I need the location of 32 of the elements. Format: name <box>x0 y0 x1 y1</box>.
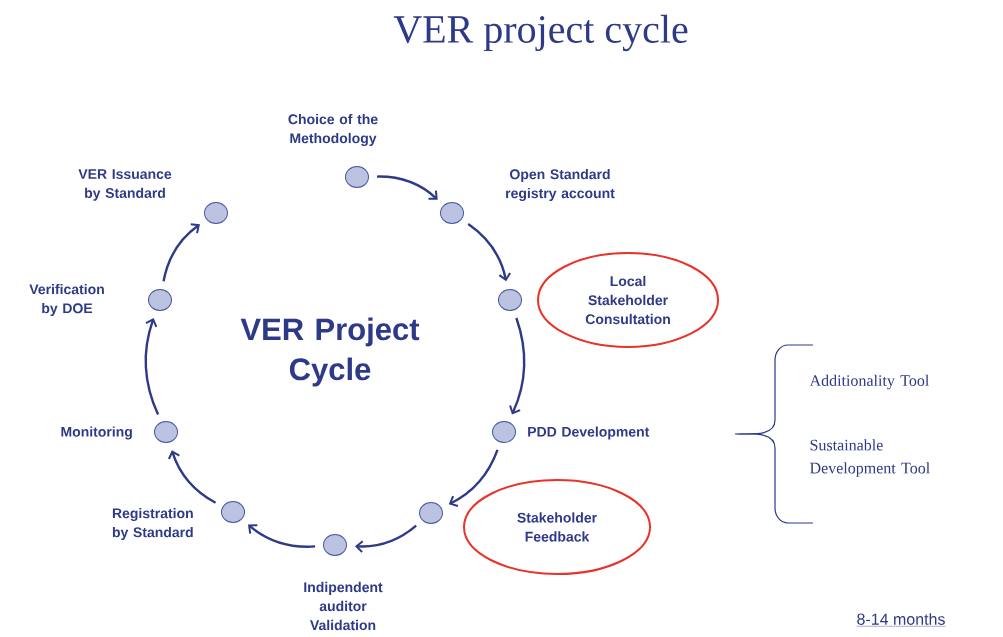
cycle-arrow <box>144 318 160 416</box>
title: VER project cycle <box>393 14 688 52</box>
step-label: Open Standard registry account <box>506 168 615 202</box>
cycle-arrow <box>354 524 417 554</box>
cycle-dot <box>323 534 347 556</box>
cycle-dot <box>345 166 369 188</box>
step-label: Choice of the Methodology <box>288 113 378 147</box>
cycle-dot <box>148 289 172 311</box>
cycle-arrow <box>167 450 217 504</box>
cycle-dot <box>440 202 464 224</box>
cycle-arrow <box>448 449 499 507</box>
cycle-arrow <box>162 223 200 282</box>
step-label: Registration by Standard <box>112 507 193 540</box>
cycle-arrow <box>509 317 526 415</box>
tool-label: Additionality Tool <box>809 374 929 390</box>
cycle-dot <box>492 421 516 443</box>
cycle-dot <box>221 501 245 523</box>
cycle-dot <box>498 289 522 311</box>
step-label: VER Issuance by Standard <box>78 169 172 201</box>
cycle-dot <box>154 421 178 443</box>
center-title: VER Project Cycle <box>240 317 420 387</box>
duration-label: 8-14 months <box>856 613 946 627</box>
cycle-arrow <box>377 175 438 200</box>
cycle-dot <box>204 202 228 224</box>
cycle-arrow <box>248 524 316 548</box>
step-label: PDD Development <box>528 426 650 440</box>
cycle-dot <box>419 502 443 524</box>
cycle-arrow <box>467 223 512 282</box>
step-label: Verification by DOE <box>29 283 104 316</box>
tool-label: Sustainable Development Tool <box>810 439 930 477</box>
step-label: Indipendent auditor Validation <box>304 581 383 631</box>
step-label: Monitoring <box>61 426 132 440</box>
